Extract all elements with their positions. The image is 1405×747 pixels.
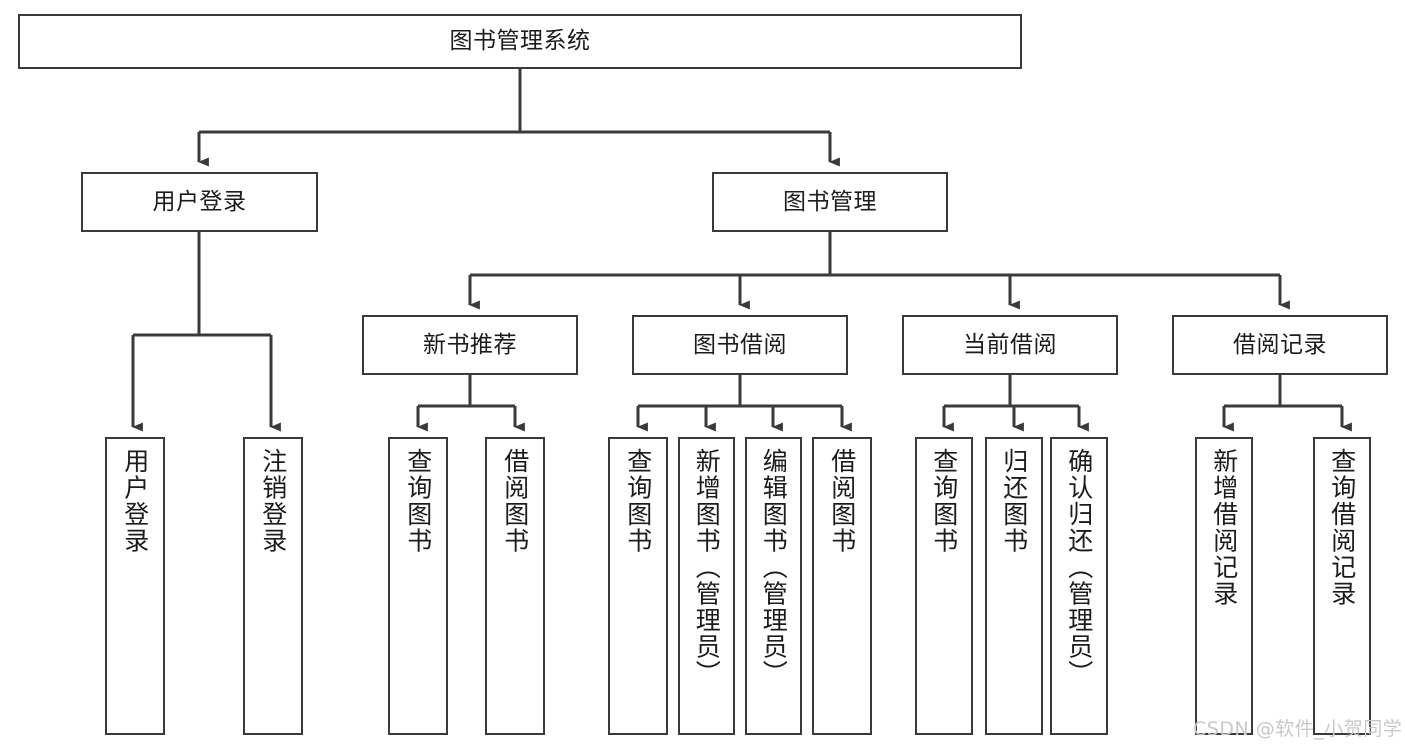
node-leaf-query-book-2[interactable]: 查询图书 bbox=[608, 437, 668, 735]
node-root[interactable]: 图书管理系统 bbox=[18, 14, 1022, 69]
node-leaf-add-book-admin-label: 新增图书（管理员） bbox=[692, 448, 722, 687]
node-user-login-label: 用户登录 bbox=[152, 188, 247, 215]
node-leaf-add-borrow-record[interactable]: 新增借阅记录 bbox=[1195, 437, 1253, 735]
node-leaf-query-borrow-record-label: 查询借阅记录 bbox=[1327, 448, 1357, 607]
node-leaf-edit-book-admin-label: 编辑图书（管理员） bbox=[759, 448, 789, 687]
node-book-borrow-label: 图书借阅 bbox=[693, 331, 787, 358]
node-leaf-confirm-return-admin-label: 确认归还（管理员） bbox=[1064, 448, 1094, 687]
node-current-borrow-label: 当前借阅 bbox=[963, 331, 1057, 358]
node-leaf-add-book-admin[interactable]: 新增图书（管理员） bbox=[678, 437, 735, 735]
node-new-book-recommend-label: 新书推荐 bbox=[423, 331, 517, 358]
node-leaf-query-book-2-label: 查询图书 bbox=[623, 448, 653, 554]
node-book-manage[interactable]: 图书管理 bbox=[712, 172, 948, 232]
node-leaf-edit-book-admin[interactable]: 编辑图书（管理员） bbox=[745, 437, 802, 735]
node-leaf-user-login-label: 用户登录 bbox=[120, 448, 150, 554]
node-leaf-query-book-1[interactable]: 查询图书 bbox=[388, 437, 448, 735]
node-leaf-user-login[interactable]: 用户登录 bbox=[105, 437, 165, 735]
node-leaf-add-borrow-record-label: 新增借阅记录 bbox=[1209, 448, 1239, 607]
node-leaf-return-book[interactable]: 归还图书 bbox=[985, 437, 1043, 735]
node-borrow-record-label: 借阅记录 bbox=[1233, 331, 1327, 358]
node-leaf-query-book-3[interactable]: 查询图书 bbox=[915, 437, 973, 735]
node-root-label: 图书管理系统 bbox=[449, 28, 591, 55]
node-borrow-record[interactable]: 借阅记录 bbox=[1172, 315, 1388, 375]
node-leaf-user-logout-label: 注销登录 bbox=[258, 448, 288, 554]
node-leaf-borrow-book-1-label: 借阅图书 bbox=[500, 448, 530, 554]
node-leaf-query-book-1-label: 查询图书 bbox=[403, 448, 433, 554]
node-leaf-confirm-return-admin[interactable]: 确认归还（管理员） bbox=[1050, 437, 1108, 735]
node-leaf-query-book-3-label: 查询图书 bbox=[929, 448, 959, 554]
node-new-book-recommend[interactable]: 新书推荐 bbox=[362, 315, 578, 375]
node-leaf-return-book-label: 归还图书 bbox=[999, 448, 1029, 554]
node-user-login[interactable]: 用户登录 bbox=[81, 172, 318, 232]
node-leaf-borrow-book-1[interactable]: 借阅图书 bbox=[485, 437, 545, 735]
node-book-borrow[interactable]: 图书借阅 bbox=[632, 315, 848, 375]
node-leaf-user-logout[interactable]: 注销登录 bbox=[243, 437, 303, 735]
node-leaf-borrow-book-2-label: 借阅图书 bbox=[827, 448, 857, 554]
node-leaf-borrow-book-2[interactable]: 借阅图书 bbox=[812, 437, 872, 735]
node-leaf-query-borrow-record[interactable]: 查询借阅记录 bbox=[1313, 437, 1371, 735]
node-current-borrow[interactable]: 当前借阅 bbox=[902, 315, 1118, 375]
node-book-manage-label: 图书管理 bbox=[783, 188, 877, 215]
